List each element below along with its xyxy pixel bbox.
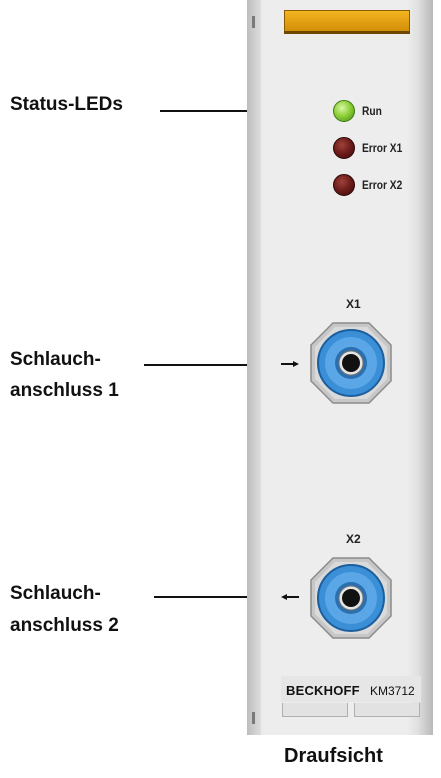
brand-name: BECKHOFF — [286, 683, 360, 698]
callout-status-leds: Status-LEDs — [10, 94, 123, 115]
port-x2-out-arrow-line — [287, 596, 299, 598]
model-number: KM3712 — [370, 684, 415, 698]
hose-2-arrow-line — [154, 596, 256, 598]
led-error-x1 — [333, 137, 355, 159]
rail-notch-bottom — [252, 712, 255, 724]
callout-hose-2-line2: anschluss 2 — [10, 615, 119, 636]
led-error-x2 — [333, 174, 355, 196]
brand-strip — [281, 676, 421, 702]
bottom-slot-right — [354, 703, 420, 717]
port-x1-in-arrow-line — [281, 363, 295, 365]
port-x2-label: X2 — [346, 532, 361, 546]
callout-hose-1-line1: Schlauch- — [10, 349, 101, 370]
terminal-left-rail — [247, 0, 261, 735]
hose-fitting-x1[interactable] — [308, 320, 394, 406]
rail-notch-top — [252, 16, 255, 28]
view-caption: Draufsicht — [284, 745, 383, 767]
port-x2-out-arrow-head — [281, 594, 287, 600]
terminal-right-rail — [419, 0, 433, 735]
hose-1-arrow-line — [144, 364, 256, 366]
led-error-x1-label: Error X1 — [362, 141, 403, 155]
port-x1-label: X1 — [346, 297, 361, 311]
release-clip-edge — [284, 31, 410, 34]
led-error-x2-label: Error X2 — [362, 178, 403, 192]
hose-fitting-x2[interactable] — [308, 555, 394, 641]
led-run — [333, 100, 355, 122]
release-clip[interactable] — [284, 10, 410, 34]
led-run-label: Run — [362, 104, 382, 118]
callout-hose-2-line1: Schlauch- — [10, 583, 101, 604]
status-leds-arrow-line — [160, 110, 256, 112]
callout-hose-1-line2: anschluss 1 — [10, 380, 119, 401]
port-x1-in-arrow-head — [293, 361, 299, 367]
bottom-slot-left — [282, 703, 348, 717]
